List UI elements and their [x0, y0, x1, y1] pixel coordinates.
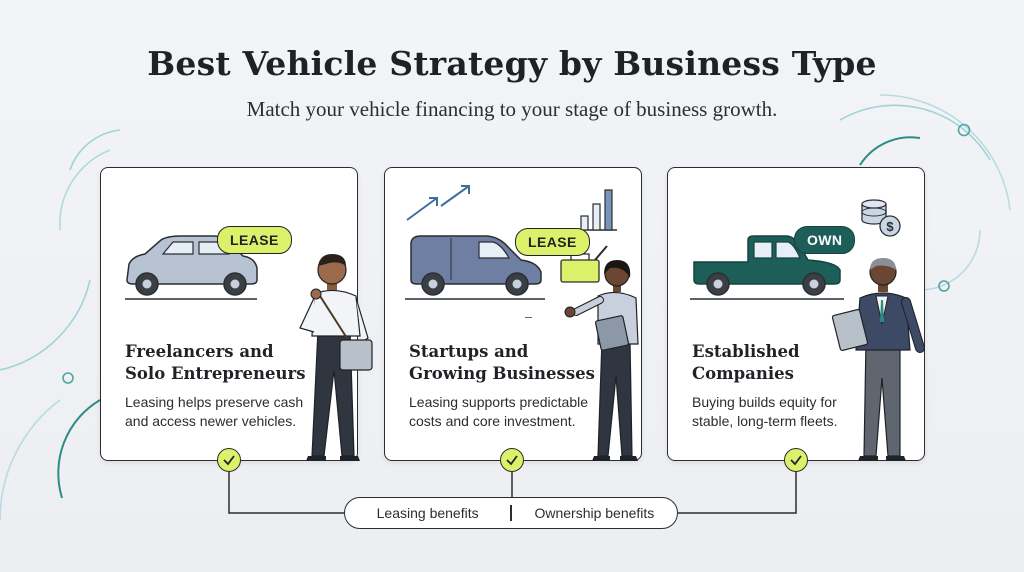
- svg-text:$: $: [886, 219, 894, 234]
- card-title-line-1: Freelancers and: [125, 342, 274, 361]
- growth-arrows-icon: [406, 185, 470, 221]
- card-title-line-2: Companies: [692, 364, 794, 383]
- card-description-line-1: Leasing supports predictable: [409, 394, 589, 410]
- card-description-line-2: and access newer vehicles.: [125, 413, 297, 429]
- card-title-line-1: Startups and: [409, 342, 529, 361]
- person-executive-illustration: [831, 258, 925, 461]
- toolbox-icon: [560, 245, 608, 283]
- card-title: Freelancers and Solo Entrepreneurs: [125, 341, 315, 385]
- check-icon: [223, 455, 235, 466]
- card-description-line-2: costs and core investment.: [409, 413, 576, 429]
- person-freelancer-illustration: [299, 254, 373, 461]
- own-badge: OWN: [794, 226, 856, 254]
- person-startup-illustration: [564, 260, 639, 461]
- card-description-line-2: stable, long-term fleets.: [692, 413, 838, 429]
- dollar-coin-icon: $: [879, 215, 901, 237]
- check-icon-startups: [500, 448, 524, 472]
- coin-stack-icon: [861, 199, 887, 225]
- page-subtitle: Match your vehicle financing to your sta…: [246, 97, 778, 121]
- card-title-line-2: Growing Businesses: [409, 364, 595, 383]
- check-icon: [790, 455, 802, 466]
- bar-chart-icon: [577, 189, 617, 231]
- check-icon-established: [784, 448, 808, 472]
- van-icon: [405, 185, 617, 318]
- card-description-line-1: Buying builds equity for: [692, 394, 837, 410]
- card-title-line-2: Solo Entrepreneurs: [125, 364, 306, 383]
- check-icon-freelancers: [217, 448, 241, 472]
- card-title: Established Companies: [692, 341, 882, 385]
- pickup-truck-icon: $: [690, 199, 901, 300]
- legend-divider: [510, 505, 512, 521]
- legend-leasing-benefits: Leasing benefits: [376, 505, 479, 521]
- benefits-legend: Leasing benefits Ownership benefits: [344, 497, 678, 529]
- card-description-line-1: Leasing helps preserve cash: [125, 394, 304, 410]
- check-icon: [506, 455, 518, 466]
- lease-badge: LEASE: [515, 228, 590, 256]
- card-description: Leasing supports predictable costs and c…: [409, 393, 599, 431]
- legend-ownership-benefits: Ownership benefits: [534, 505, 655, 521]
- card-description: Buying builds equity for stable, long-te…: [692, 393, 882, 431]
- card-title: Startups and Growing Businesses: [409, 341, 599, 385]
- card-description: Leasing helps preserve cash and access n…: [125, 393, 315, 431]
- lease-badge: LEASE: [217, 226, 292, 254]
- card-title-line-1: Established: [692, 342, 800, 361]
- page-title: Best Vehicle Strategy by Business Type: [147, 44, 877, 83]
